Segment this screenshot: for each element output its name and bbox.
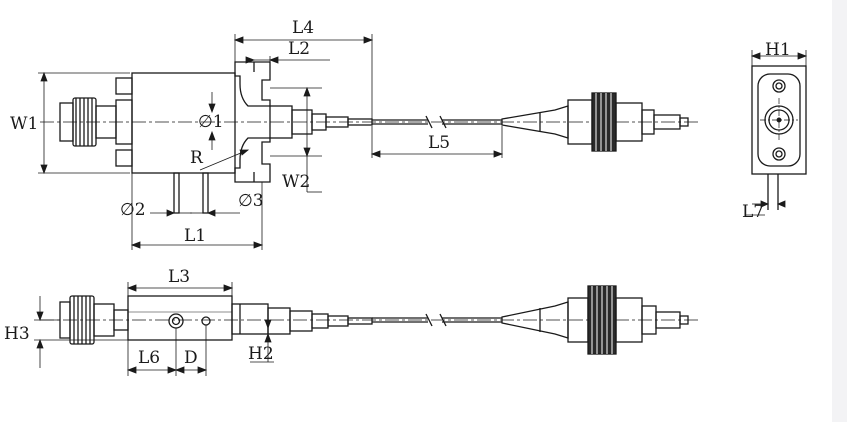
dim-l7 (745, 178, 786, 216)
label-phi1: ∅1 (198, 112, 224, 132)
side-body (127, 295, 233, 341)
side-mount-hole-1 (168, 313, 184, 329)
dim-phi2-phi3 (150, 209, 240, 217)
label-l7: L7 (742, 202, 765, 222)
dim-h1 (750, 50, 808, 66)
top-body-tab-2 (115, 149, 133, 167)
label-phi3: ∅3 (238, 191, 264, 211)
dim-l6-d (126, 325, 208, 376)
front-body (751, 65, 807, 175)
label-l4: L4 (292, 18, 315, 38)
top-body-tab-1 (115, 77, 133, 95)
dim-l3 (126, 282, 234, 296)
dim-l5 (370, 126, 504, 158)
top-right-connector (567, 92, 689, 152)
label-r: R (190, 148, 203, 168)
label-l1: L1 (184, 226, 207, 246)
label-h1: H1 (765, 40, 791, 60)
label-phi2: ∅2 (120, 200, 146, 220)
side-mount-hole-2 (201, 316, 211, 326)
top-body (131, 72, 236, 174)
right-edge-strip (832, 0, 847, 422)
dim-r (199, 149, 250, 171)
top-pins (173, 172, 209, 214)
top-left-connector (59, 97, 133, 147)
label-h2: H2 (248, 344, 274, 364)
top-fiber (372, 115, 502, 129)
top-nose (269, 105, 373, 139)
dim-w2 (270, 86, 322, 193)
label-l6: L6 (138, 348, 161, 368)
label-d: D (184, 348, 198, 368)
label-l2: L2 (288, 39, 311, 59)
label-l5: L5 (428, 133, 451, 153)
front-screw-top (772, 79, 786, 93)
top-view (38, 34, 700, 250)
dim-w1 (38, 71, 130, 175)
front-screw-bottom (772, 147, 786, 161)
label-l3: L3 (168, 267, 191, 287)
dim-phi1 (208, 92, 216, 150)
dim-l1 (130, 173, 264, 250)
side-right-connector (567, 285, 689, 355)
front-flange (757, 73, 801, 167)
side-view (34, 282, 700, 376)
label-w1: W1 (10, 114, 39, 134)
dim-h3 (34, 296, 128, 368)
dim-l2 (245, 56, 330, 64)
front-view (745, 50, 808, 216)
dim-l4 (233, 34, 374, 120)
label-h3: H3 (4, 324, 30, 344)
label-w2: W2 (282, 172, 311, 192)
top-flange (234, 61, 271, 183)
side-flange (231, 303, 269, 335)
dim-h2 (250, 314, 274, 363)
